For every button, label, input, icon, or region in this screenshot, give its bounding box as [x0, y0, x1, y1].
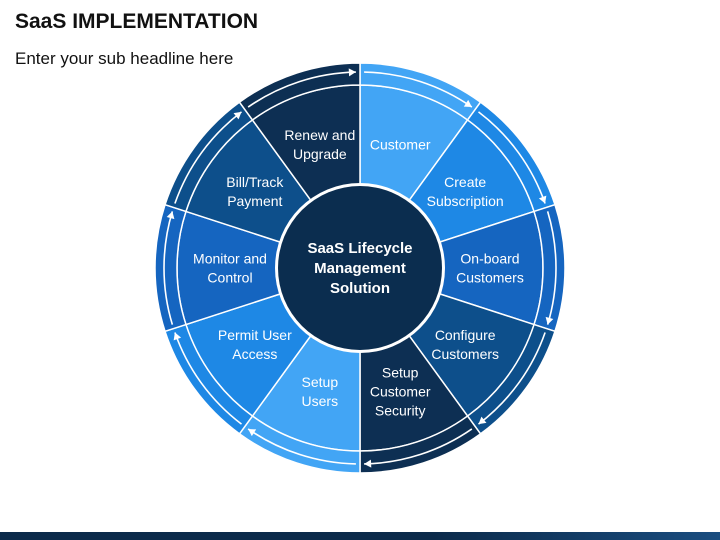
segment-label-line: Access	[232, 346, 277, 362]
segment-label-line: Subscription	[427, 193, 504, 209]
cycle-arrow-arc	[364, 428, 473, 465]
segment-label-line: Monitor and	[193, 251, 267, 267]
segment-label-line: Control	[207, 270, 252, 286]
cycle-arrow-arc	[478, 111, 546, 204]
cycle-arrow-arc	[174, 111, 242, 204]
cycle-arrow-arc	[163, 211, 174, 325]
cycle-arrow-head-icon	[538, 195, 547, 204]
segment-label-line: Users	[302, 393, 339, 409]
page-subtitle: Enter your sub headline here	[15, 49, 234, 68]
segment-label-line: Permit User	[218, 327, 292, 343]
cycle-arrow-head-icon	[348, 68, 356, 77]
center-circle	[278, 186, 442, 350]
cycle-arrow-arc	[364, 71, 473, 108]
segment-label-line: Customer	[370, 384, 431, 400]
cycle-arrow-head-icon	[233, 111, 242, 120]
segment-label-line: Payment	[227, 193, 282, 209]
cycle-arrow-head-icon	[248, 428, 257, 437]
cycle-arrow-arc	[247, 428, 356, 465]
segment-label-line: Customers	[431, 346, 499, 362]
cycle-arrow-arc	[247, 71, 356, 108]
segment-label-line: Configure	[435, 327, 496, 343]
cycle-arrow-head-icon	[166, 211, 175, 220]
segment-label: Customer	[370, 136, 431, 152]
cycle-arrow-arc	[174, 332, 242, 425]
segment-label-line: Customer	[370, 136, 431, 152]
segment-label-line: Create	[444, 174, 486, 190]
segment-label-line: Setup	[382, 365, 419, 381]
cycle-arrow-head-icon	[478, 416, 487, 425]
segment-label-line: Customers	[456, 270, 524, 286]
center-label-line: SaaS Lifecycle	[307, 240, 412, 257]
segment-label-line: Security	[375, 403, 426, 419]
footer-bar	[0, 532, 720, 540]
center-label-line: Management	[314, 260, 406, 277]
cycle-arrow-head-icon	[463, 99, 472, 108]
cycle-arrow-head-icon	[173, 332, 182, 341]
segment-label-line: Upgrade	[293, 146, 347, 162]
segment-label-line: Setup	[302, 374, 339, 390]
segment-label-line: On-board	[460, 251, 519, 267]
outer-band-segment	[238, 62, 361, 121]
cycle-arrow-arc	[478, 332, 546, 425]
center-label-line: Solution	[330, 280, 390, 297]
segment-label-line: Renew and	[284, 127, 355, 143]
cycle-arrow-arc	[546, 211, 557, 325]
segment-label-line: Bill/Track	[226, 174, 284, 190]
cycle-arrow-head-icon	[545, 316, 554, 325]
page-title: SaaS IMPLEMENTATION	[15, 10, 259, 33]
cycle-arrow-head-icon	[364, 459, 372, 468]
